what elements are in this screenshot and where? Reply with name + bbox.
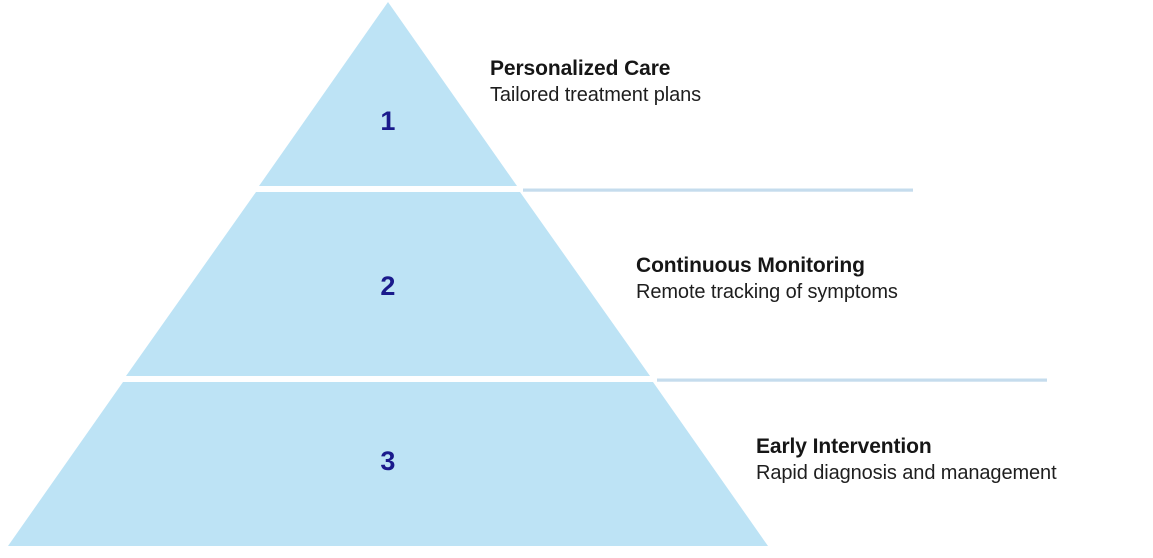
tier-1-title: Personalized Care <box>490 57 671 80</box>
tier-1-label-block: Personalized Care Tailored treatment pla… <box>490 56 701 109</box>
tier-1-subtitle: Tailored treatment plans <box>490 84 702 106</box>
pyramid-tier-3-shape[interactable] <box>8 382 768 546</box>
connector-line-tier-1 <box>523 188 913 192</box>
tier-2-subtitle: Remote tracking of symptoms <box>636 281 898 303</box>
tier-number-1: 1 <box>380 106 396 136</box>
tier-number-3: 3 <box>380 446 396 476</box>
pyramid-tier-2-shape[interactable] <box>126 192 650 376</box>
pyramid-tier-1-shape[interactable] <box>259 2 517 186</box>
tier-2-title: Continuous Monitoring <box>636 254 865 277</box>
tier-number-2: 2 <box>380 271 396 301</box>
tier-3-label-block: Early Intervention Rapid diagnosis and m… <box>756 434 1057 487</box>
tier-2-label-block: Continuous Monitoring Remote tracking of… <box>636 253 898 306</box>
tier-3-subtitle: Rapid diagnosis and management <box>756 462 1057 484</box>
tier-3-title: Early Intervention <box>756 435 932 458</box>
connector-line-tier-2 <box>657 378 1047 382</box>
